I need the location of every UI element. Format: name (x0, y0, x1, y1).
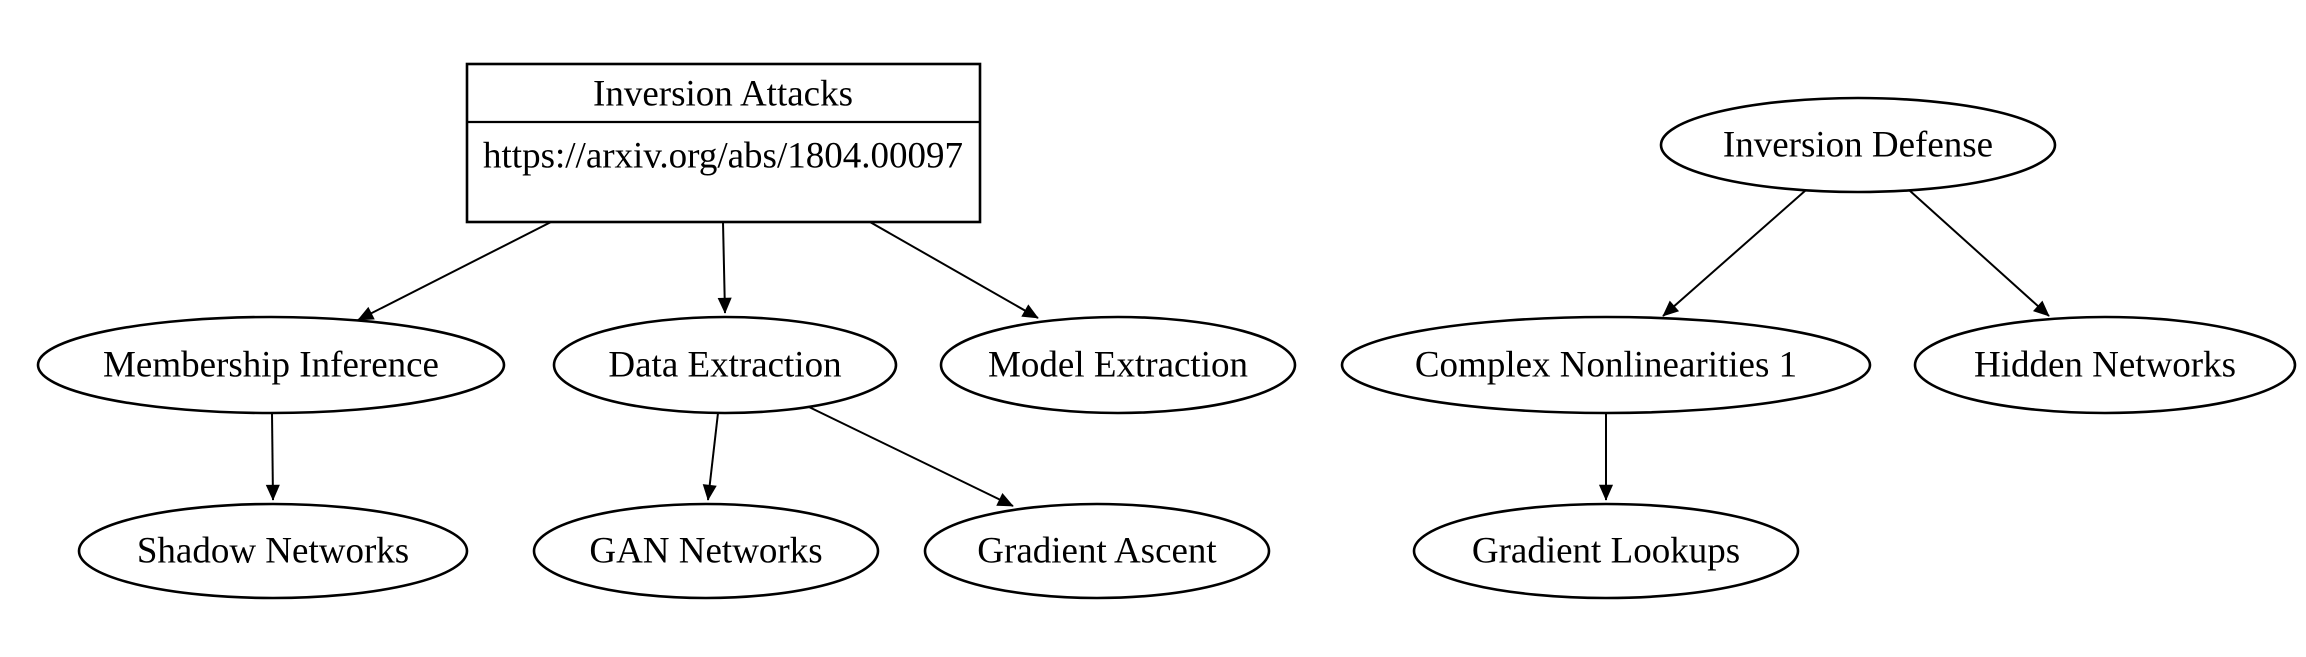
edge-data-extraction-gan-networks (702, 412, 719, 501)
node-label-gradient-ascent: Gradient Ascent (977, 531, 1217, 572)
ellipse-shape (1913, 315, 2297, 415)
node-label-hidden-networks: Hidden Networks (1974, 345, 2236, 386)
node-label-membership-inference: Membership Inference (103, 345, 439, 386)
node-label-inversion-attacks-url: https://arxiv.org/abs/1804.00097 (483, 136, 963, 177)
ellipse-shape (923, 502, 1271, 600)
edges-group (265, 189, 2050, 507)
ellipse-shape (552, 315, 898, 415)
edge-inversion-defense-hidden-networks (1908, 189, 2050, 317)
ellipse-shape (1659, 96, 2057, 194)
node-label-gradient-lookups: Gradient Lookups (1472, 531, 1740, 572)
node-inversion-attacks: Inversion Attacks https://arxiv.org/abs/… (465, 62, 982, 224)
node-data-extraction: Data Extraction (552, 315, 898, 415)
edge-inversion-attacks-membership-inference (357, 221, 552, 321)
node-label-gan-networks: GAN Networks (589, 531, 822, 572)
edge-membership-inference-shadow-networks (265, 412, 280, 501)
node-inversion-defense: Inversion Defense (1659, 96, 2057, 194)
edge-inversion-defense-complex-nonlinearities-1 (1662, 189, 1807, 317)
edge-inversion-attacks-model-extraction (869, 221, 1039, 319)
node-complex-nonlinearities-1: Complex Nonlinearities 1 (1340, 315, 1872, 415)
ellipse-shape (939, 315, 1297, 415)
edge-data-extraction-gradient-ascent (808, 406, 1014, 507)
node-hidden-networks: Hidden Networks (1913, 315, 2297, 415)
node-label-complex-nonlinearities-1: Complex Nonlinearities 1 (1415, 345, 1797, 386)
node-gan-networks: GAN Networks (532, 502, 880, 600)
node-membership-inference: Membership Inference (36, 315, 506, 415)
node-label-model-extraction: Model Extraction (988, 345, 1248, 386)
record-box (465, 62, 982, 224)
ellipse-shape (1412, 502, 1800, 600)
edge-inversion-attacks-data-extraction (717, 221, 732, 314)
ellipse-shape (532, 502, 880, 600)
ellipse-shape (77, 502, 469, 600)
node-label-shadow-networks: Shadow Networks (137, 531, 409, 572)
node-gradient-ascent: Gradient Ascent (923, 502, 1271, 600)
node-shadow-networks: Shadow Networks (77, 502, 469, 600)
ellipse-shape (1340, 315, 1872, 415)
node-label-data-extraction: Data Extraction (608, 345, 841, 386)
node-gradient-lookups: Gradient Lookups (1412, 502, 1800, 600)
node-label-inversion-attacks: Inversion Attacks (593, 74, 853, 115)
ellipse-shape (36, 315, 506, 415)
node-label-inversion-defense: Inversion Defense (1723, 125, 1993, 166)
node-model-extraction: Model Extraction (939, 315, 1297, 415)
